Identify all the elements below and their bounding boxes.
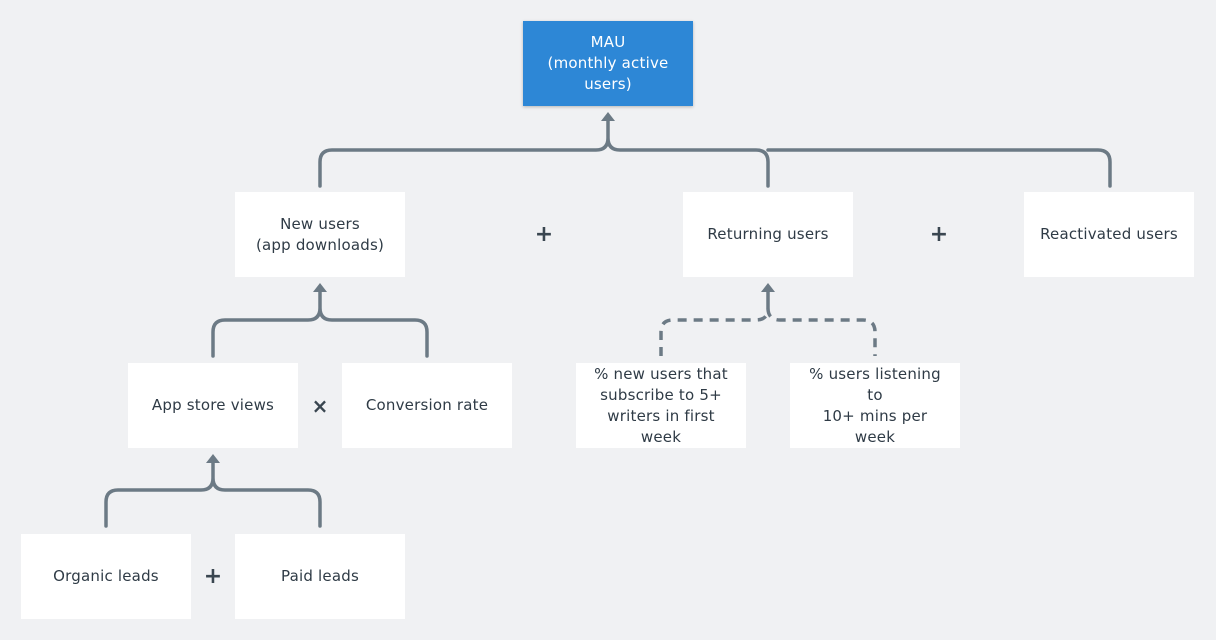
- times-operator: ×: [311, 394, 329, 418]
- connector-new-users: [211, 288, 429, 358]
- connector-app-store-views: [104, 460, 322, 528]
- node-app-store-views: App store views: [128, 363, 298, 448]
- node-mau: MAU (monthly active users): [523, 21, 693, 106]
- plus-operator: +: [203, 564, 223, 589]
- node-pct-new-users-subscribe: % new users that subscribe to 5+ writers…: [576, 363, 746, 448]
- node-pct-users-listening: % users listening to 10+ mins per week: [790, 363, 960, 448]
- connector-mau: [318, 116, 1112, 188]
- node-new-users: New users (app downloads): [235, 192, 405, 277]
- plus-operator: +: [929, 222, 949, 247]
- plus-operator: +: [534, 222, 554, 247]
- arrowhead-mau: [601, 112, 615, 121]
- arrowhead-app-store-views: [206, 454, 220, 463]
- node-conversion-rate: Conversion rate: [342, 363, 512, 448]
- arrowhead-returning-users: [761, 283, 775, 292]
- node-reactivated-users: Reactivated users: [1024, 192, 1194, 277]
- connector-returning-users: [659, 292, 877, 356]
- node-returning-users: Returning users: [683, 192, 853, 277]
- node-organic-leads: Organic leads: [21, 534, 191, 619]
- arrowhead-new-users: [313, 283, 327, 292]
- node-paid-leads: Paid leads: [235, 534, 405, 619]
